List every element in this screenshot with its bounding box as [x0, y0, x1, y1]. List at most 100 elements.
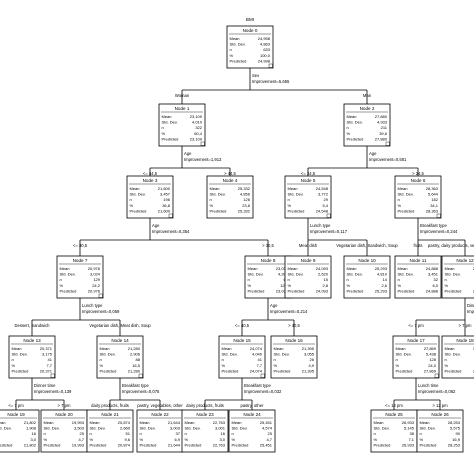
node-stat-value: 16	[32, 431, 37, 436]
node-stat-value: 4,040	[252, 352, 263, 357]
node-stat-value: 3,451	[428, 272, 439, 277]
node-stat-label: n	[420, 431, 422, 436]
node-stat-value: 28,253	[448, 442, 461, 447]
node-stat-label: n	[162, 125, 164, 130]
node-stat-value: 25,451	[260, 442, 273, 447]
node-stat-label: Mean	[162, 114, 172, 119]
node-stat-value: 24,093	[316, 266, 329, 271]
node-stat-value: 21,644	[168, 420, 181, 425]
node-stat-value: 7,7	[46, 363, 52, 368]
node-title: Node 9	[301, 258, 316, 263]
node-stat-value: 16,9	[452, 437, 461, 442]
node-stat-label: %	[12, 363, 16, 368]
node-stat-label: Mean	[274, 346, 284, 351]
node-stat-label: Mean	[374, 420, 384, 425]
node-stat-label: %	[210, 203, 214, 208]
branch-label: <= 44,5	[143, 171, 158, 176]
node-stat-value: 23,034	[276, 288, 289, 293]
node-stat-label: Mean	[232, 420, 242, 425]
node-stat-value: 28,253	[448, 420, 461, 425]
node-stat-label: n	[210, 197, 212, 202]
tree-node-12: Node 12Mean28,565Std. Dev.5,754n150%28,1…	[441, 255, 474, 299]
node-stat-label: Predicted	[398, 288, 415, 293]
node-box	[96, 335, 144, 379]
node-stat-value: 27,869	[424, 368, 437, 373]
node-stat-label: Predicted	[232, 442, 249, 447]
node-stat-label: Mean	[398, 186, 408, 191]
node-box	[343, 103, 391, 147]
node-title: Node 6	[411, 178, 426, 183]
node-stat-value: 128	[429, 357, 436, 362]
node-stat-label: n	[288, 277, 290, 282]
node-stat-label: %	[130, 203, 134, 208]
node-stat-value: 24,2	[92, 283, 101, 288]
node-stat-value: 12,6	[280, 283, 289, 288]
branch-label: pastry, other	[241, 403, 265, 408]
node-stat-label: Mean	[44, 420, 54, 425]
node-stat-value: 5,438	[426, 352, 437, 357]
node-stat-label: %	[347, 283, 351, 288]
split-improvement: Improvement=0,082	[418, 389, 456, 394]
collapse-toggle-icon	[434, 373, 439, 378]
collapse-toggle-icon	[385, 141, 390, 146]
node-box	[284, 175, 332, 219]
node-stat-label: Mean	[445, 266, 455, 271]
node-stat-value: 88	[136, 357, 141, 362]
node-box	[370, 409, 418, 453]
node-stat-label: %	[396, 363, 400, 368]
split-variable: Lunch time	[418, 383, 439, 388]
node-box	[181, 409, 229, 453]
node-stat-label: Predicted	[248, 288, 265, 293]
node-title: Node 14	[111, 338, 129, 343]
node-stat-label: %	[185, 437, 189, 442]
node-title: Node 10	[358, 258, 376, 263]
node-box	[284, 255, 332, 299]
node-stat-value: 28,565	[473, 266, 474, 271]
node-stat-value: 25,332	[238, 186, 251, 191]
node-stat-label: Predicted	[288, 288, 305, 293]
node-stat-value: 3,175	[42, 352, 53, 357]
node-stat-label: Mean	[398, 266, 408, 271]
branch-label: <= 30,5	[73, 243, 88, 248]
node-stat-value: 41	[48, 357, 53, 362]
split-improvement: Improvement=0,139	[34, 389, 72, 394]
node-stat-value: 22,763	[213, 442, 226, 447]
node-stat-label: %	[60, 283, 64, 288]
node-stat-value: 20,371	[40, 368, 53, 373]
split-labels: SexImprovement=5,655AgeImprovement=1,913…	[34, 73, 474, 394]
node-stat-label: Mean	[100, 346, 110, 351]
node-stat-label: Predicted	[274, 368, 291, 373]
node-box	[158, 103, 206, 147]
node-stat-label: Predicted	[398, 208, 415, 213]
node-stat-value: 24,998	[258, 36, 271, 41]
node-stat-value: 4,856	[240, 192, 251, 197]
node-stat-value: 4,201	[278, 272, 289, 277]
node-stat-value: 21,600	[158, 208, 171, 213]
node-stat-label: Predicted	[185, 442, 202, 447]
node-stat-label: n	[248, 277, 250, 282]
node-stat-label: Std. Dev.	[398, 192, 414, 197]
node-stat-value: 22,763	[213, 420, 226, 425]
split-variable: Breakfast type	[122, 383, 149, 388]
branch-label: <= 7 pm	[8, 403, 24, 408]
node-stat-label: n	[374, 431, 376, 436]
node-stat-value: 2,906	[130, 352, 141, 357]
branch-label: > 7 pm	[58, 403, 71, 408]
node-stat-label: n	[398, 277, 400, 282]
split-variable: Age	[369, 151, 377, 156]
node-stat-label: n	[60, 277, 62, 282]
split-improvement: Improvement=0,214	[270, 309, 308, 314]
node-stat-label: Predicted	[445, 288, 462, 293]
node-stat-label: Mean	[60, 266, 70, 271]
collapse-toggle-icon	[260, 373, 265, 378]
node-stat-label: %	[288, 283, 292, 288]
node-stat-value: 24,888	[426, 266, 439, 271]
node-stat-label: Mean	[347, 266, 357, 271]
